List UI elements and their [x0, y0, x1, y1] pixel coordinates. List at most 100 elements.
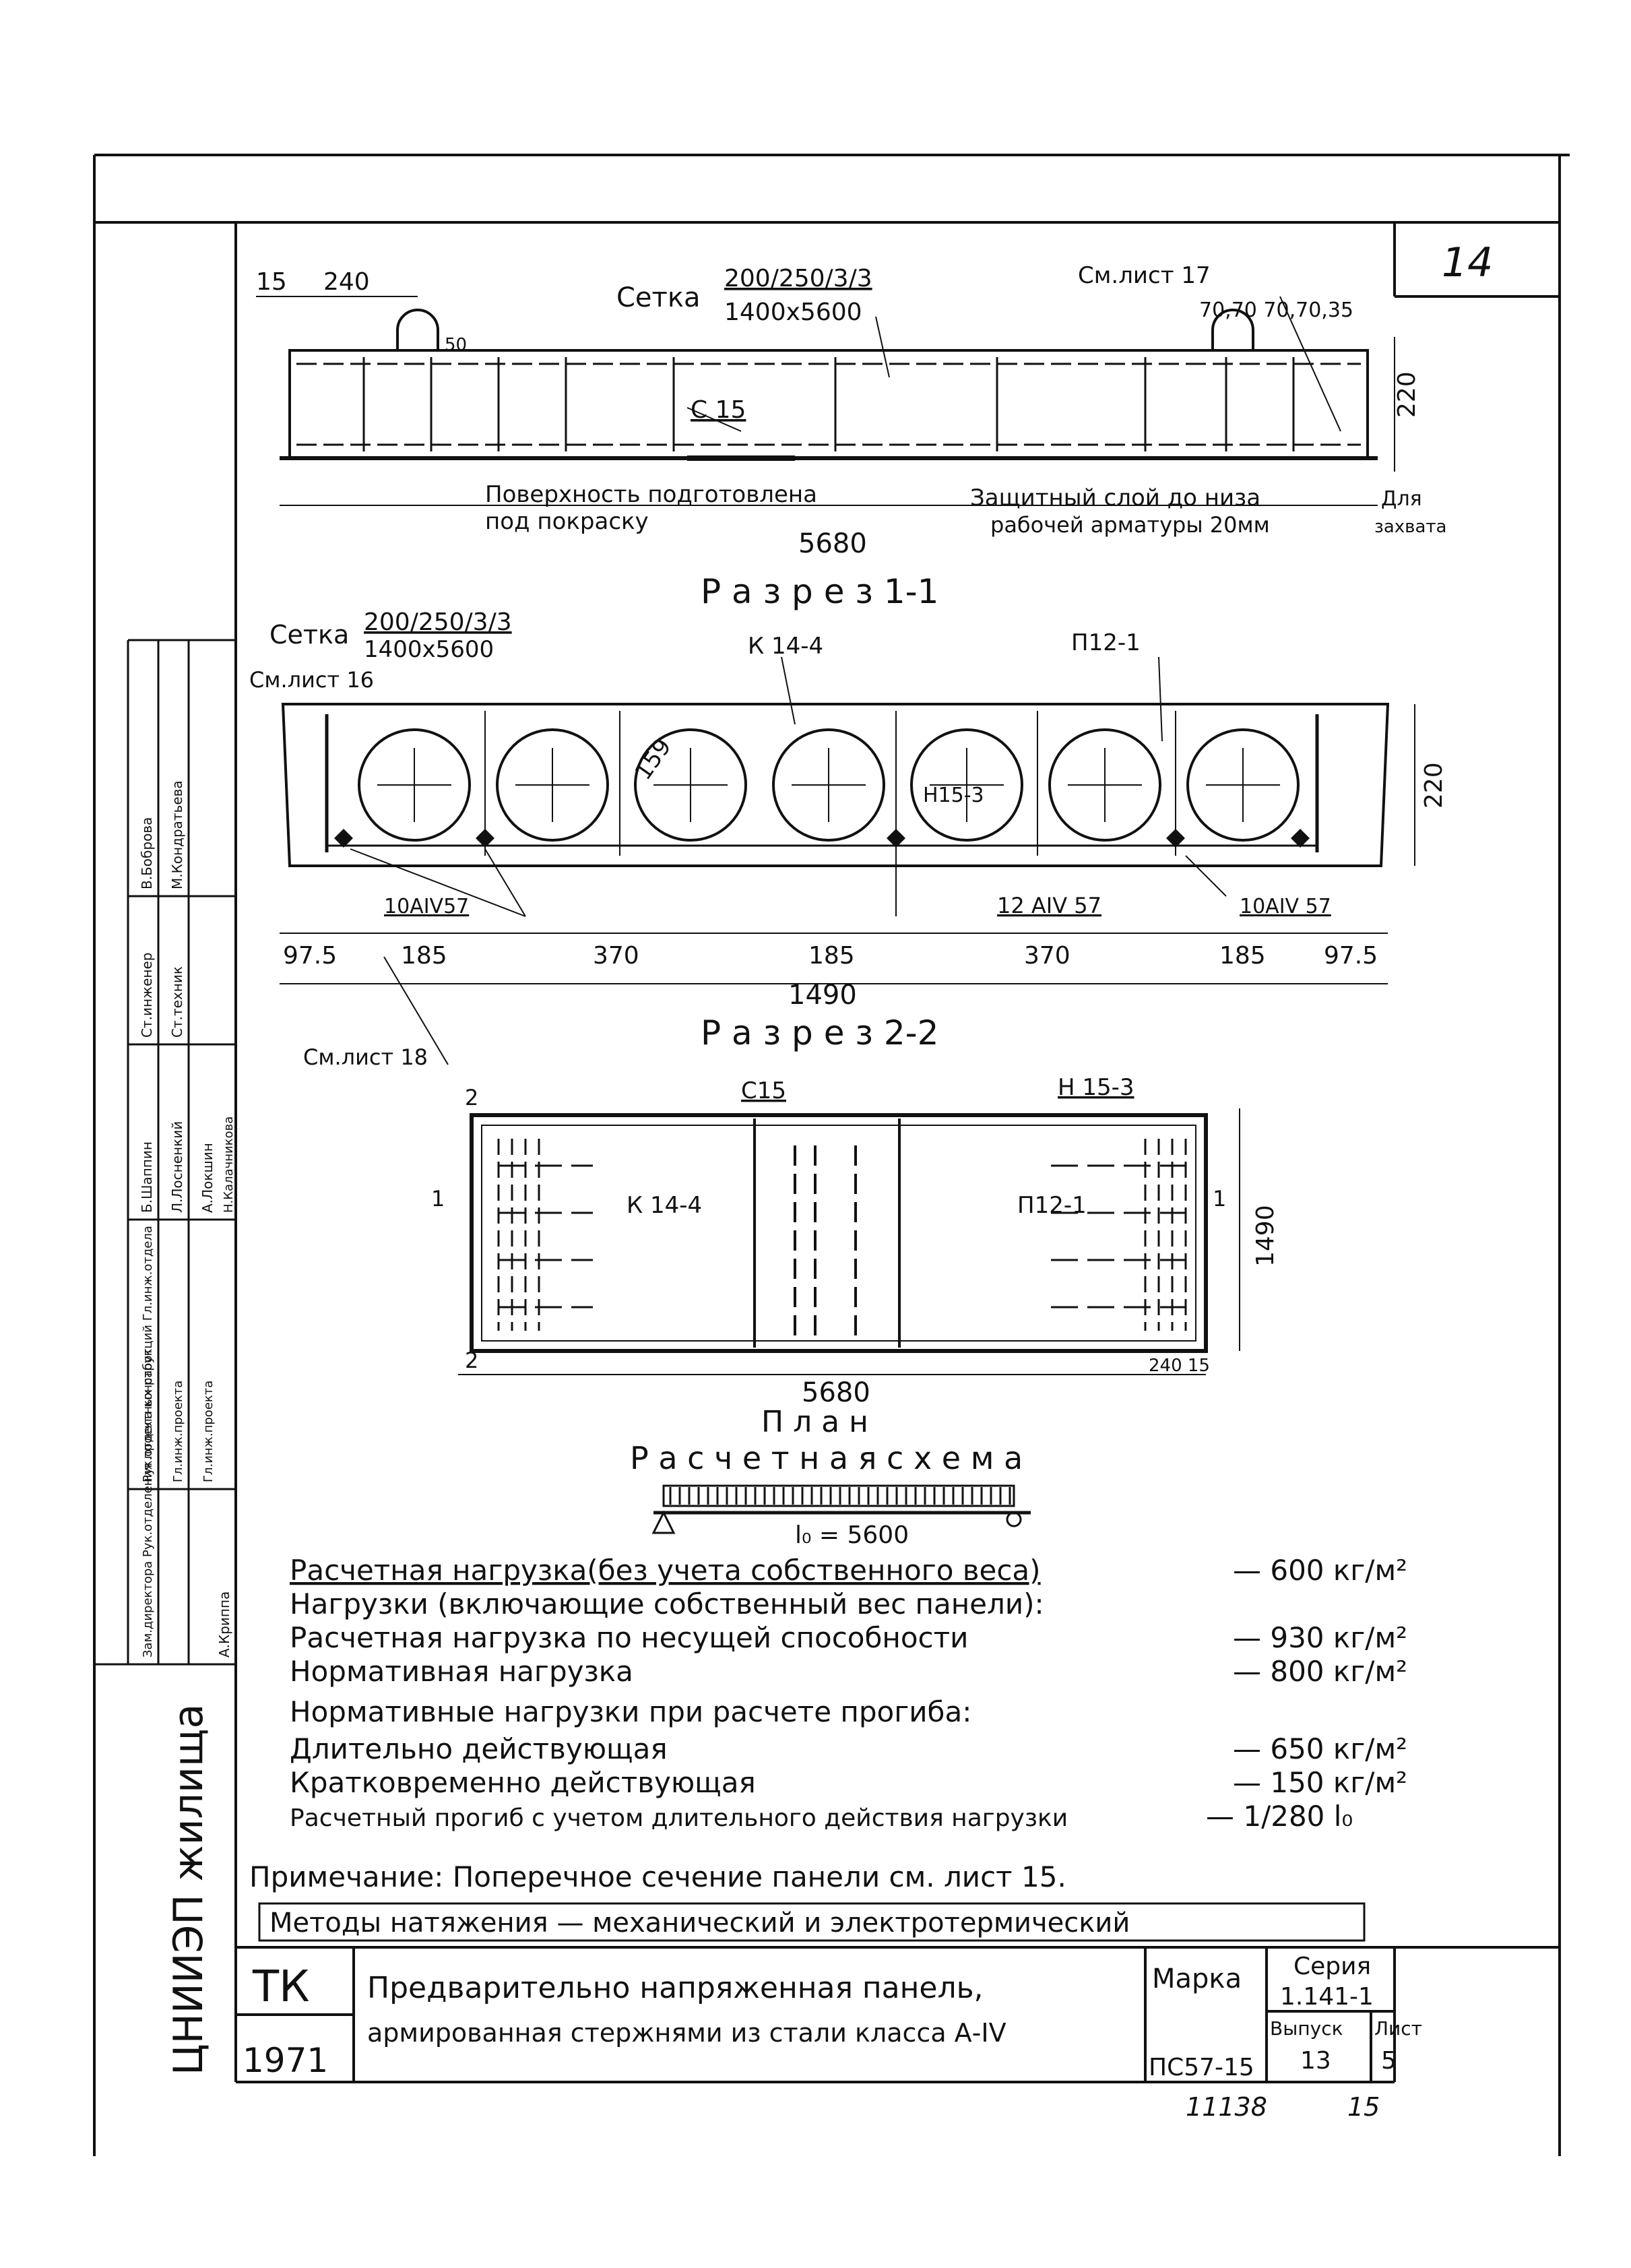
footer-archive: 11138 — [1186, 2092, 1267, 2122]
plan-cut-right: 1 — [1213, 1186, 1226, 1211]
bottom-dimensions: 97.5 185 370 185 370 185 97.5 — [283, 942, 1378, 970]
person-name: Н.Калачникова — [222, 1116, 236, 1213]
note-cover-1: Защитный слой до низа — [970, 484, 1260, 511]
load-label: Кратковременно действующая — [290, 1766, 756, 1799]
tk-label: ТК — [252, 1962, 310, 2012]
void-circle — [496, 728, 609, 842]
plan-c15: С15 — [741, 1077, 786, 1104]
dim-50: 50 — [445, 335, 467, 355]
bar-mid: 12 АIV 57 — [997, 893, 1101, 918]
calc-title: Р а с ч е т н а я с х е м а — [630, 1440, 1023, 1476]
load-label: Расчетная нагрузка по несущей способност… — [290, 1621, 968, 1654]
plan-dim-1490: 1490 — [1252, 1205, 1279, 1267]
title-block: ТК 1971 Предварительно напряженная панел… — [236, 1946, 1560, 2122]
person-name: Б.Шаппин — [139, 1141, 155, 1213]
sheet-label: Лист — [1374, 2017, 1422, 2040]
plan-title: П л а н — [761, 1405, 868, 1439]
calc-span: l₀ = 5600 — [795, 1521, 909, 1549]
section-1-1: 15 240 50 220 Сетка 200/250/3/3 1400x560… — [256, 262, 1446, 611]
load-value: — 930 кг/м² — [1233, 1621, 1407, 1654]
mesh2-top: 200/250/3/3 — [364, 608, 512, 636]
person-name: Л.Лосненкий — [169, 1121, 185, 1213]
load-value: — 800 кг/м² — [1233, 1655, 1407, 1688]
person-role: Ст.инженер — [139, 953, 155, 1038]
plan-cut-left: 1 — [431, 1186, 445, 1211]
load-value: — 650 кг/м² — [1233, 1732, 1407, 1765]
load-label: Длительно действующая — [290, 1732, 668, 1765]
void-circle — [634, 728, 747, 842]
section-2-2: Сетка 200/250/3/3 1400x5600 См.лист 16 К… — [249, 608, 1448, 1070]
plan-k14: К 14-4 — [627, 1192, 702, 1219]
note-surface-1: Поверхность подготовлена — [485, 481, 817, 508]
load-label: Нормативные нагрузки при расчете прогиба… — [290, 1695, 971, 1728]
void-circle — [1048, 728, 1161, 842]
plan-n15: Н 15-3 — [1058, 1074, 1134, 1101]
dim-220: 220 — [1393, 371, 1421, 418]
label-k14: К 14-4 — [748, 633, 823, 660]
load-value: — 150 кг/м² — [1233, 1766, 1407, 1799]
plan-dim-5680: 5680 — [802, 1377, 870, 1408]
label-p12: П12-1 — [1071, 629, 1141, 656]
load-value: — 1/280 l₀ — [1206, 1800, 1353, 1833]
void-circle — [1186, 728, 1300, 842]
role: Гл.инж.проекта — [171, 1381, 185, 1482]
load-value: — 600 кг/м² — [1233, 1554, 1407, 1587]
side-stamp: ЦНИИЭП жилища Зам.директора Рук.отделени… — [94, 639, 236, 2075]
note-lift-1: Для — [1381, 487, 1422, 511]
load-label: Нагрузки (включающие собственный вес пан… — [290, 1587, 1044, 1620]
hollow-cores — [358, 728, 1300, 842]
person-name: В.Боброва — [139, 817, 155, 889]
calc-scheme: Р а с ч е т н а я с х е м а l₀ = 5600 — [630, 1440, 1031, 1549]
dim-cell: 97.5 — [283, 942, 337, 970]
role: Гл.инж.проекта — [201, 1381, 216, 1482]
mark-value: ПС57-15 — [1149, 2054, 1254, 2081]
bar-right: 10АIV 57 — [1240, 895, 1331, 918]
plan-dim-240-15: 240 15 — [1149, 1356, 1210, 1376]
sheet-ref-16: См.лист 16 — [249, 667, 374, 693]
note-lift-2: захвата — [1374, 517, 1446, 537]
mesh2-bottom: 1400x5600 — [364, 636, 494, 663]
loads-list: Расчетная нагрузка(без учета собственног… — [290, 1554, 1407, 1833]
person-name: М.Кондратьева — [169, 780, 185, 889]
load-hatching — [669, 1487, 1011, 1505]
drawing-title-1: Предварительно напряженная панель, — [367, 1971, 984, 2005]
mesh-top: 200/250/3/3 — [724, 265, 872, 292]
plan-rebar-hatching — [497, 1139, 1187, 1331]
dim-220-b: 220 — [1420, 762, 1448, 809]
label-n15: Н15-3 — [923, 784, 984, 807]
issue-value: 13 — [1300, 2047, 1331, 2075]
dim-1490: 1490 — [788, 980, 857, 1011]
section-1-1-title: Р а з р е з 1-1 — [701, 572, 939, 611]
section-2-2-title: Р а з р е з 2-2 — [701, 1013, 939, 1052]
series-value: 1.141-1 — [1280, 1983, 1374, 2011]
note-1: Примечание: Поперечное сечение панели см… — [249, 1860, 1066, 1893]
dim-cell: 370 — [1024, 942, 1070, 970]
sheet-ref-18: См.лист 18 — [303, 1044, 428, 1070]
person-name: А.Локшин — [199, 1143, 216, 1213]
load-label: Расчетный прогиб с учетом длительного де… — [290, 1804, 1068, 1832]
mesh-label: Сетка — [616, 282, 701, 313]
footer-page: 15 — [1347, 2092, 1380, 2122]
void-circle — [772, 728, 885, 842]
plan-cut-2-bottom: 2 — [465, 1348, 478, 1373]
person-name: А.Криппа — [216, 1592, 232, 1658]
plan-p12: П12-1 — [1017, 1192, 1087, 1219]
frame — [93, 154, 1570, 2156]
dim-cell: 97.5 — [1324, 942, 1378, 970]
year-label: 1971 — [243, 2041, 328, 2080]
load-label: Расчетная нагрузка(без учета собственног… — [290, 1554, 1041, 1587]
plan-view: С15 Н 15-3 К 14-4 П12-1 2 2 1 1 1490 240… — [431, 1074, 1279, 1439]
bar-left: 10АIV57 — [384, 895, 469, 918]
void-circle — [358, 728, 471, 842]
dim-15: 15 — [256, 268, 287, 296]
org-name: ЦНИИЭП жилища — [165, 1704, 212, 2075]
dim-240: 240 — [323, 268, 370, 296]
load-label: Нормативная нагрузка — [290, 1655, 633, 1688]
dim-cell: 185 — [808, 942, 855, 970]
mesh2-label: Сетка — [269, 620, 349, 650]
plan-cut-2-top: 2 — [465, 1085, 478, 1110]
sheet-number: 14 — [1442, 239, 1493, 286]
note-surface-2: под покраску — [485, 508, 649, 535]
issue-label: Выпуск — [1270, 2017, 1343, 2040]
drawing-title-2: армированная стержнями из стали класса А… — [367, 2018, 1006, 2048]
